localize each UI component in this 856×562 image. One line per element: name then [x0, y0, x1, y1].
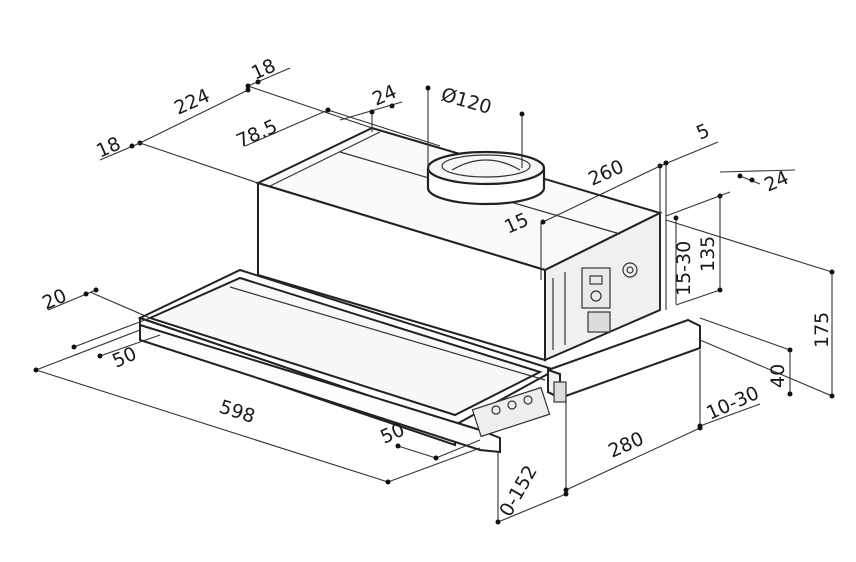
dim-598: 598: [216, 396, 257, 428]
dim-24-top: 24: [369, 81, 400, 111]
dim-18-left: 18: [93, 133, 124, 163]
dim-18-top: 18: [248, 55, 279, 85]
dim-135: 135: [697, 236, 719, 272]
dim-15-30: 15-30: [673, 241, 695, 296]
dim-280: 280: [605, 428, 647, 463]
control-panel: [471, 386, 551, 438]
dim-224: 224: [171, 85, 213, 120]
exhaust-outlet: [426, 150, 546, 206]
dim-78-5: 78.5: [233, 115, 281, 152]
dim-diameter-120: Ø120: [439, 84, 494, 119]
dim-5: 5: [693, 120, 713, 145]
dim-20: 20: [39, 285, 70, 315]
hood-body: [137, 126, 701, 454]
pull-out-tray: [137, 268, 558, 454]
dim-10-30: 10-30: [703, 382, 762, 425]
side-panel-details: [552, 262, 638, 350]
dim-40: 40: [767, 364, 789, 388]
dim-175: 175: [811, 312, 833, 348]
dim-0-152: 0-152: [495, 462, 542, 521]
dim-50-left: 50: [109, 343, 140, 373]
base-frame: [547, 318, 701, 403]
